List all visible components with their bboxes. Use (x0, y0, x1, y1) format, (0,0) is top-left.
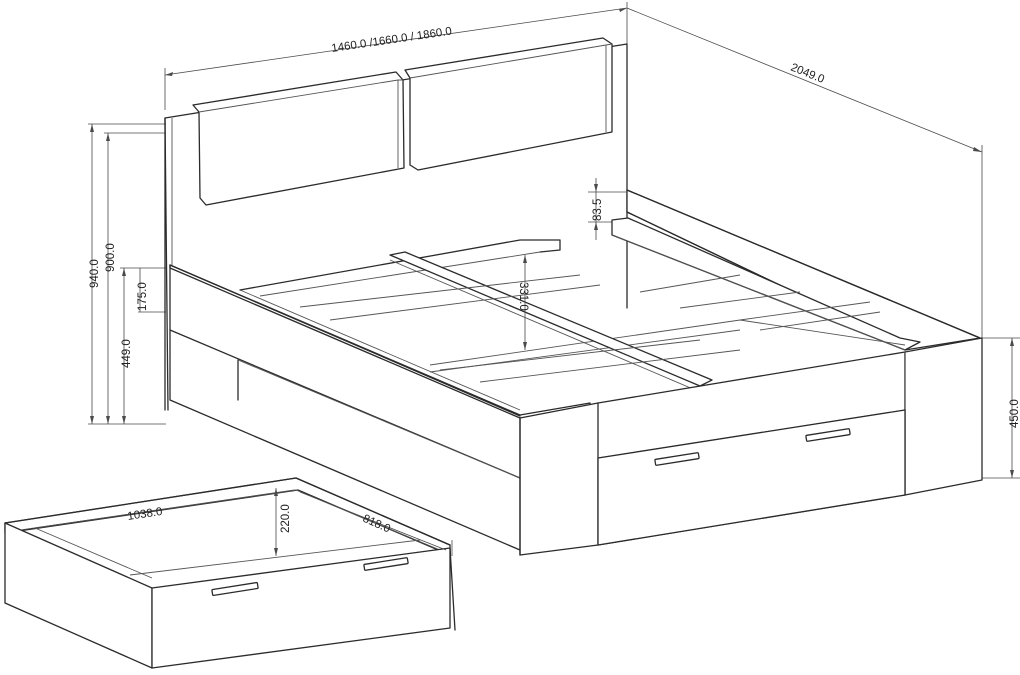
drawer-handle-right (805, 428, 851, 442)
footboard-height-label: 450.0 (1009, 399, 1020, 428)
drawer-dimensions (19, 488, 453, 556)
drawer-box (4, 477, 456, 669)
slat-span-dimension (523, 255, 527, 350)
drawer-box-handle-front (211, 581, 259, 597)
drawer-width-label: 1038.0 (127, 506, 164, 523)
height-dimensions (88, 123, 166, 425)
drawer-handle-left (654, 452, 700, 466)
headboard-cushion-left (192, 71, 405, 206)
length-dimension (626, 7, 983, 340)
frame-height-label: 449.0 (121, 339, 133, 368)
length-dimension-label: 2049.0 (789, 62, 826, 86)
bed-foot-end (519, 337, 983, 556)
drawer-box-handle-inner (363, 557, 409, 571)
drawer-height-label: 220.0 (280, 504, 292, 533)
headboard-cushion-right (404, 37, 613, 171)
slat-span-label: 331.0 (517, 282, 529, 311)
total-height-label: 940.0 (89, 259, 101, 288)
width-dimension (164, 2, 628, 110)
slat-gap-label: 83.5 (592, 199, 604, 221)
bed-slats (299, 251, 881, 393)
width-dimension-label: 1460.0 /1660.0 / 1860.0 (331, 26, 453, 55)
bed-side-rail-right (611, 189, 981, 351)
footboard-height-dimension (982, 337, 1020, 479)
bed-head-rail (239, 239, 561, 297)
side-rail-top-label: 175.0 (137, 282, 149, 311)
headboard-height-label: 900.0 (105, 243, 117, 272)
